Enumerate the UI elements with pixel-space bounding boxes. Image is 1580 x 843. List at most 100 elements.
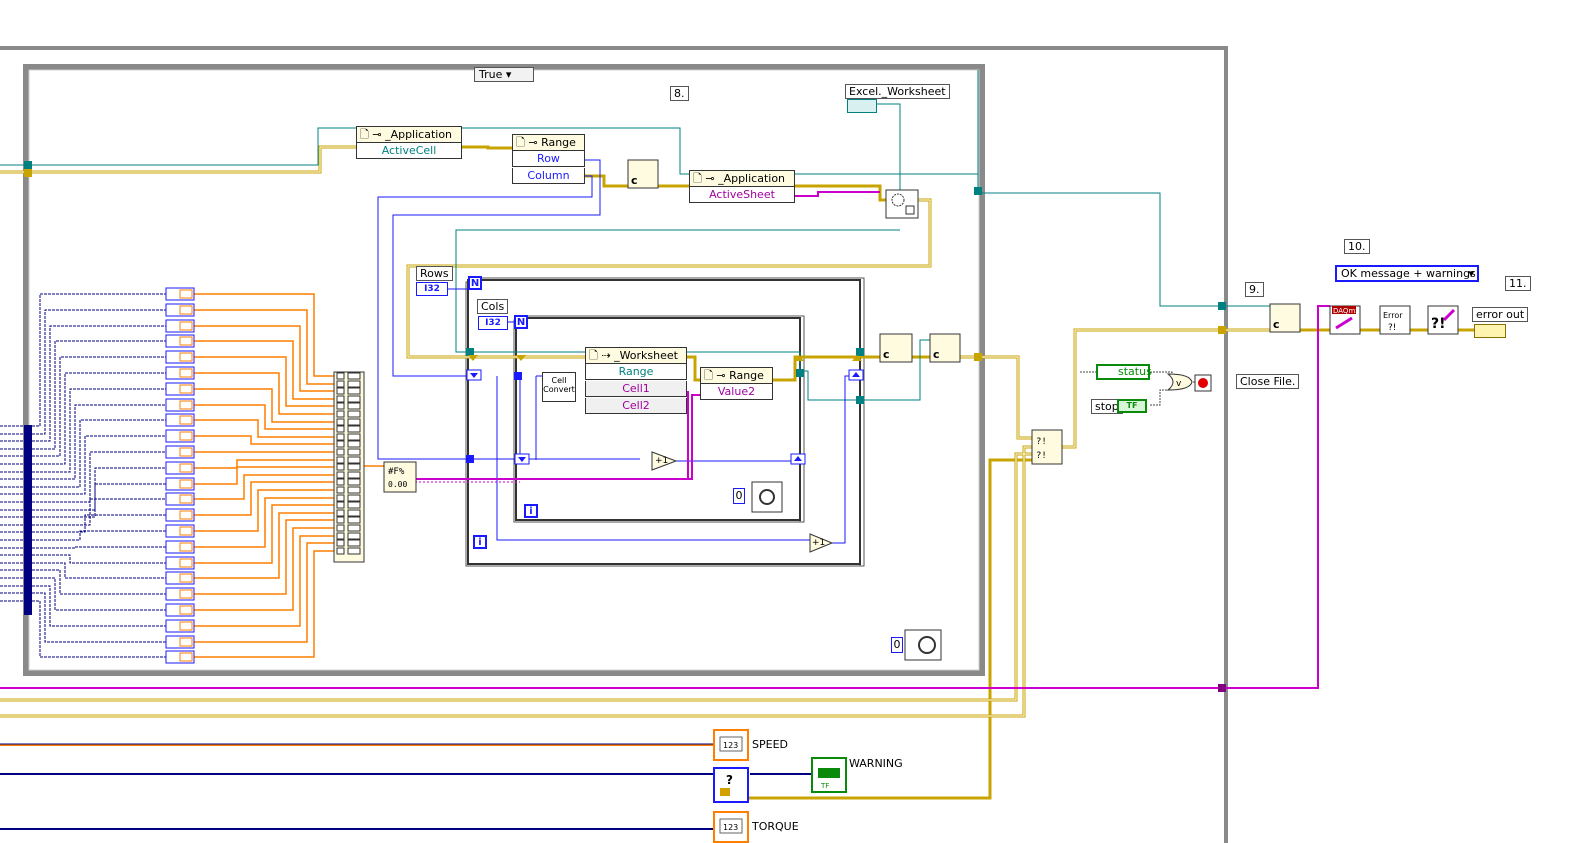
worksheet-node-method[interactable]: Range	[585, 364, 687, 380]
worksheet-node-cell2[interactable]: Cell2	[585, 398, 687, 414]
torque-terminal-icon[interactable]	[713, 811, 749, 843]
speed-terminal-icon[interactable]	[713, 729, 749, 761]
wait-node-inner[interactable]	[751, 481, 783, 513]
svg-text:?: ?	[726, 773, 733, 787]
cell-convert-subvi[interactable]: Cell Convert	[542, 372, 576, 402]
worksheet-node-class: _Worksheet	[614, 349, 678, 362]
message-type-ring[interactable]: OK message + warnings▾	[1335, 265, 1479, 282]
warning-terminal-icon[interactable]	[811, 757, 847, 793]
range-node-1-column[interactable]: Column	[512, 168, 585, 184]
build-array-port	[336, 547, 345, 555]
build-array-port	[336, 387, 345, 395]
close-reference-node-1[interactable]: c	[627, 159, 659, 189]
warning-compare-node[interactable]: ?	[713, 767, 749, 803]
app-node-1-header[interactable]: 🗋 ⊸ _Application	[356, 126, 462, 143]
range-node-2-header[interactable]: 🗋 ⊸ Range	[700, 367, 773, 384]
variant-to-data-node[interactable]	[885, 189, 919, 219]
worksheet-node-cell1[interactable]: Cell1	[585, 381, 687, 397]
app-node-2-property[interactable]: ActiveSheet	[689, 187, 795, 203]
unbundle-nodes[interactable]	[165, 287, 195, 664]
range-node-1-row[interactable]: Row	[512, 151, 585, 167]
unbundle-output	[179, 447, 193, 457]
error-out-label: error out	[1472, 307, 1529, 322]
build-array-port	[347, 524, 361, 532]
unbundle-output	[179, 510, 193, 520]
svg-text:c: c	[933, 348, 940, 361]
build-array-port	[347, 478, 361, 486]
range-node-2-property[interactable]: Value2	[700, 384, 773, 400]
build-array-port	[347, 494, 361, 502]
svg-text:c: c	[883, 348, 890, 361]
worksheet-node-header[interactable]: 🗋 ⇢ _Worksheet	[585, 347, 687, 364]
build-array-port	[336, 456, 345, 464]
dbl-wires	[194, 293, 384, 658]
torque-terminal-type: 123	[723, 823, 739, 832]
svg-text:0.00: 0.00	[388, 480, 407, 489]
stop-control-label: stop	[1091, 399, 1123, 414]
step-label-11: 11.	[1505, 276, 1531, 291]
excel-worksheet-constant[interactable]	[847, 99, 877, 113]
close-reference-node-4[interactable]: c	[1269, 303, 1301, 333]
increment-outer-label: +1	[812, 538, 826, 548]
unbundle-output	[179, 305, 193, 315]
build-array-port	[336, 410, 345, 418]
build-array-port	[336, 494, 345, 502]
build-array-port	[347, 501, 361, 509]
build-array-port	[336, 395, 345, 403]
rows-loop-count-terminal: N	[468, 276, 482, 290]
wait-outer-constant[interactable]: 0	[891, 637, 903, 653]
build-array-port	[336, 486, 345, 494]
build-array-port	[336, 402, 345, 410]
build-array-node[interactable]	[333, 371, 365, 563]
torque-indicator-label: TORQUE	[752, 820, 799, 833]
build-array-port	[336, 501, 345, 509]
unbundle-output	[179, 289, 193, 299]
unbundle-output	[179, 526, 193, 536]
message-type-ring-value: OK message + warnings	[1341, 267, 1476, 280]
build-array-port	[347, 509, 361, 517]
svg-text:DAQmx: DAQmx	[1333, 307, 1359, 315]
chevron-down-icon: ▾	[1468, 267, 1474, 280]
merge-errors-node[interactable]: ?! ?!	[1031, 429, 1063, 465]
app-node-2-header[interactable]: 🗋 ⊸ _Application	[689, 170, 795, 187]
rows-control[interactable]: I32	[416, 282, 448, 296]
build-array-port	[347, 448, 361, 456]
build-array-port	[347, 387, 361, 395]
build-array-port	[347, 425, 361, 433]
app-node-1-property[interactable]: ActiveCell	[356, 143, 462, 159]
range-node-1-header[interactable]: 🗋 ⊸ Range	[512, 134, 585, 151]
wait-node-outer[interactable]	[904, 629, 942, 661]
build-array-port	[336, 532, 345, 540]
build-array-port	[347, 547, 361, 555]
unbundle-output	[179, 637, 193, 647]
build-array-port	[336, 471, 345, 479]
unbundle-output	[179, 652, 193, 662]
build-array-port	[347, 402, 361, 410]
unbundle-output	[179, 368, 193, 378]
build-array-port	[347, 372, 361, 380]
increment-node-inner[interactable]	[651, 451, 678, 471]
format-into-string-node[interactable]: #F% 0.00	[383, 461, 417, 493]
cols-control[interactable]: I32	[478, 316, 508, 330]
case-selector[interactable]: True ▾	[474, 67, 534, 82]
stop-terminal[interactable]	[1194, 374, 1212, 392]
step-label-9: 9.	[1245, 282, 1264, 297]
range-node-1-class: Range	[541, 136, 576, 149]
or-gate[interactable]: v	[1166, 373, 1193, 391]
refnum-wires	[0, 70, 1270, 401]
unbundle-output	[179, 573, 193, 583]
simple-error-handler-node[interactable]: Error ?!	[1379, 305, 1411, 335]
clear-errors-node[interactable]: ?!	[1427, 305, 1459, 335]
unbundle-output	[179, 352, 193, 362]
close-reference-node-2[interactable]: c	[879, 333, 913, 363]
string-wires	[0, 191, 1330, 689]
wait-inner-constant[interactable]: 0	[733, 488, 745, 504]
close-reference-node-3[interactable]: c	[929, 333, 961, 363]
cols-loop-count-terminal: N	[514, 315, 528, 329]
increment-node-outer[interactable]	[809, 533, 834, 553]
daqmx-clear-task-node[interactable]: DAQmx	[1329, 305, 1361, 335]
error-out-indicator	[1474, 324, 1506, 338]
stop-control[interactable]: TF	[1117, 399, 1147, 413]
range-node-2-class: Range	[729, 369, 764, 382]
build-array-port	[336, 509, 345, 517]
